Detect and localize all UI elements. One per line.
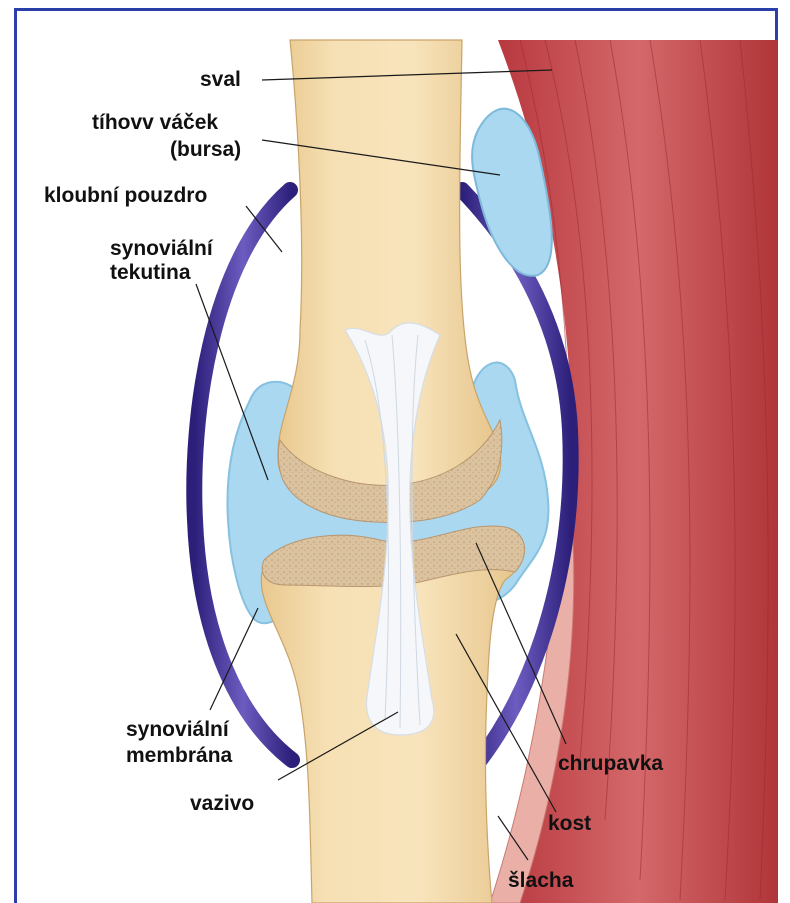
label-membrane-line2: membrána [126,744,233,767]
label-membrane-line1: synoviální [126,718,230,741]
label-ligament: vazivo [190,792,254,815]
label-capsule: kloubní pouzdro [44,184,207,207]
label-bone: kost [548,812,591,835]
label-bursa-line2: (bursa) [170,138,241,161]
label-tendon: šlacha [508,869,574,892]
label-fluid-line2: tekutina [110,261,191,284]
label-sval: sval [200,68,241,91]
label-bursa-line1: tíhovv váček [92,111,218,134]
label-cartilage: chrupavka [558,752,663,775]
label-fluid-line1: synoviální [110,237,214,260]
